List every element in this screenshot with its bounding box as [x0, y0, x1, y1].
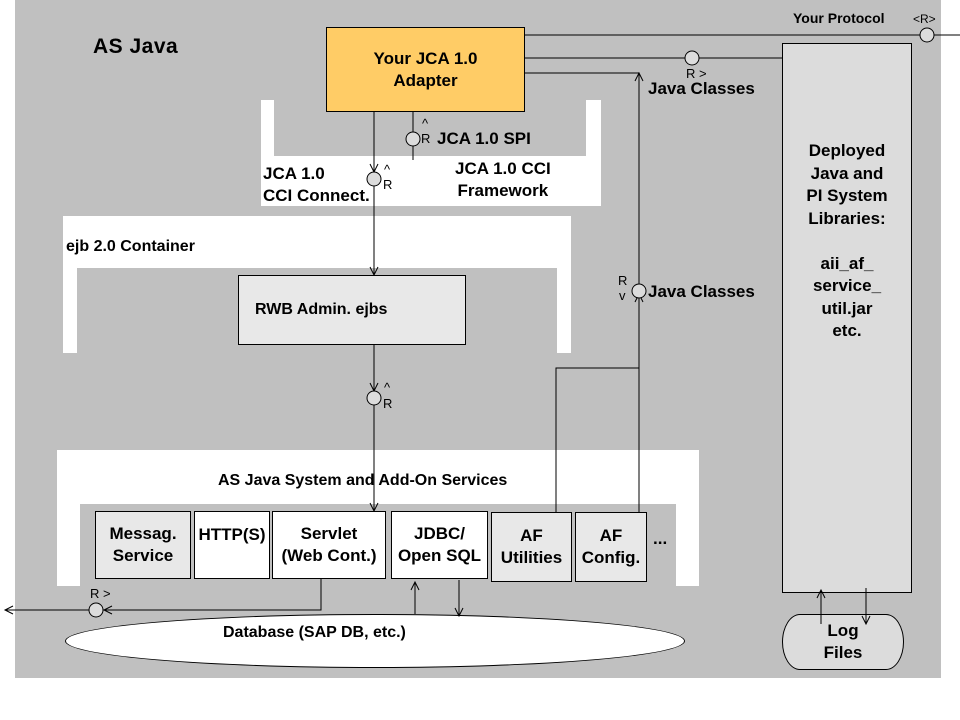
cci-framework-label: JCA 1.0 CCI Framework: [455, 159, 551, 200]
protocol-label: Your Protocol: [793, 10, 885, 26]
service-af-utilities[interactable]: AF Utilities: [491, 512, 572, 582]
log-files[interactable]: Log Files: [782, 614, 904, 670]
adapter-box[interactable]: Your JCA 1.0 Adapter: [326, 27, 525, 112]
database-label: Database (SAP DB, etc.): [223, 624, 406, 641]
service-http[interactable]: HTTP(S): [194, 511, 270, 579]
services-label: AS Java System and Add-On Services: [218, 472, 508, 489]
service-af-config-label: AF Config.: [581, 526, 641, 567]
servlet-out-arrow: [3, 605, 14, 615]
service-af-config[interactable]: AF Config.: [575, 512, 647, 582]
cci-connect-label: JCA 1.0 CCI Connect.: [263, 164, 370, 205]
service-http-label: HTTP(S): [198, 525, 266, 544]
adapter-label: Your JCA 1.0 Adapter: [373, 48, 478, 90]
protocol-marker: <R>: [913, 12, 936, 26]
rwb-admin-label: RWB Admin. ejbs: [255, 301, 388, 318]
java-classes-top-label: Java Classes: [648, 79, 755, 98]
service-messaging-label: Messag. Service: [109, 524, 177, 565]
database[interactable]: [65, 614, 685, 668]
java-classes-mid-label: Java Classes: [648, 282, 755, 301]
service-servlet-label: Servlet (Web Cont.): [281, 524, 377, 565]
service-jdbc[interactable]: JDBC/ Open SQL: [391, 511, 488, 579]
service-af-utilities-label: AF Utilities: [500, 526, 563, 567]
service-jdbc-label: JDBC/ Open SQL: [397, 524, 482, 565]
ejb-container-label: ejb 2.0 Container: [66, 238, 195, 255]
service-servlet[interactable]: Servlet (Web Cont.): [272, 511, 386, 579]
rwb-admin-box[interactable]: RWB Admin. ejbs: [238, 275, 466, 345]
services-ellipsis: ...: [653, 529, 668, 548]
service-messaging[interactable]: Messag. Service: [95, 511, 191, 579]
libraries-box[interactable]: Deployed Java and PI System Libraries: a…: [782, 43, 912, 593]
log-files-label: Log Files: [823, 621, 863, 662]
as-java-title: AS Java: [93, 35, 179, 58]
libraries-label: Deployed Java and PI System Libraries: a…: [806, 141, 888, 340]
spi-label: JCA 1.0 SPI: [437, 129, 531, 148]
